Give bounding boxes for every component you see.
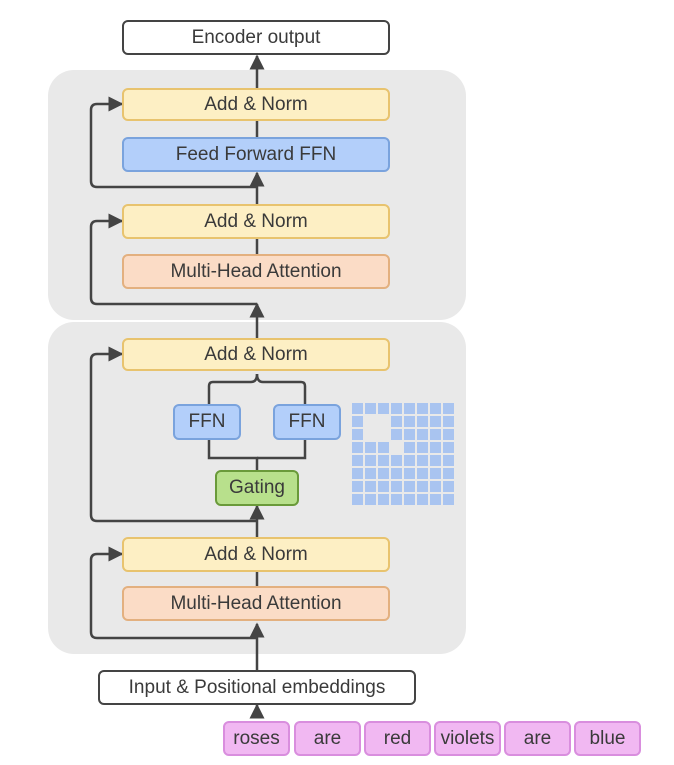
moe-add-norm-1: Add & Norm xyxy=(122,537,390,572)
top-add-norm-1: Add & Norm xyxy=(122,204,390,239)
expert-grid-cell xyxy=(352,494,363,505)
gating-box: Gating xyxy=(215,470,299,506)
top-multi-head-attention: Multi-Head Attention xyxy=(122,254,390,289)
expert-grid-cell xyxy=(378,455,389,466)
expert-grid-cell xyxy=(443,481,454,492)
token-red: red xyxy=(364,721,431,756)
expert-grid-cell xyxy=(404,468,415,479)
moe-multi-head-attention: Multi-Head Attention xyxy=(122,586,390,621)
expert-grid-cell xyxy=(378,403,389,414)
expert-grid-cell xyxy=(391,481,402,492)
expert-ffn-2: FFN xyxy=(273,404,341,440)
expert-grid-cell xyxy=(443,416,454,427)
expert-grid-cell xyxy=(365,403,376,414)
expert-grid-cell xyxy=(404,481,415,492)
expert-grid-cell xyxy=(443,403,454,414)
expert-grid-cell xyxy=(443,429,454,440)
feed-forward-ffn: Feed Forward FFN xyxy=(122,137,390,172)
expert-grid-cell xyxy=(352,442,363,453)
expert-grid-cell xyxy=(391,416,402,427)
expert-grid-cell xyxy=(352,403,363,414)
expert-grid-cell xyxy=(417,481,428,492)
expert-grid-cell xyxy=(443,455,454,466)
expert-grid-cell xyxy=(430,403,441,414)
expert-grid-cell xyxy=(352,416,363,427)
moe-add-norm-2: Add & Norm xyxy=(122,338,390,371)
expert-grid-cell xyxy=(391,494,402,505)
expert-grid-cell xyxy=(365,481,376,492)
token-roses: roses xyxy=(223,721,290,756)
expert-grid-cell xyxy=(430,429,441,440)
expert-grid-cell xyxy=(430,468,441,479)
expert-grid-cell xyxy=(430,494,441,505)
expert-grid-cell xyxy=(352,481,363,492)
expert-grid-cell xyxy=(378,442,389,453)
expert-grid-cell xyxy=(404,455,415,466)
token-are-1: are xyxy=(294,721,361,756)
expert-grid-cell xyxy=(391,455,402,466)
expert-grid-cell xyxy=(365,494,376,505)
expert-grid-cell xyxy=(404,416,415,427)
expert-grid-cell xyxy=(391,403,402,414)
expert-grid-cell xyxy=(365,468,376,479)
expert-grid-cell xyxy=(365,442,376,453)
token-are-2: are xyxy=(504,721,571,756)
expert-grid-cell xyxy=(378,494,389,505)
expert-grid-cell xyxy=(417,455,428,466)
expert-grid-cell xyxy=(430,455,441,466)
expert-grid-cell xyxy=(430,416,441,427)
expert-grid-cell xyxy=(391,429,402,440)
expert-grid-cell xyxy=(417,403,428,414)
expert-grid-cell xyxy=(404,442,415,453)
input-positional-embeddings: Input & Positional embeddings xyxy=(98,670,416,705)
expert-grid-cell xyxy=(430,481,441,492)
expert-grid-cell xyxy=(417,429,428,440)
expert-grid-cell xyxy=(352,429,363,440)
top-add-norm-2: Add & Norm xyxy=(122,88,390,121)
token-blue: blue xyxy=(574,721,641,756)
expert-grid-cell xyxy=(352,455,363,466)
expert-grid-cell xyxy=(404,429,415,440)
expert-grid-cell xyxy=(352,468,363,479)
expert-grid-cell xyxy=(443,494,454,505)
expert-grid-cell xyxy=(443,468,454,479)
expert-grid-cell xyxy=(404,494,415,505)
expert-grid-cell xyxy=(430,442,441,453)
expert-ffn-1: FFN xyxy=(173,404,241,440)
expert-grid-cell xyxy=(378,468,389,479)
encoder-output-box: Encoder output xyxy=(122,20,390,55)
expert-grid-icon xyxy=(352,403,454,505)
expert-grid-cell xyxy=(365,455,376,466)
token-violets: violets xyxy=(434,721,501,756)
expert-grid-cell xyxy=(443,442,454,453)
expert-grid-cell xyxy=(391,468,402,479)
expert-grid-cell xyxy=(417,468,428,479)
expert-grid-cell xyxy=(417,442,428,453)
expert-grid-cell xyxy=(417,416,428,427)
expert-grid-cell xyxy=(378,481,389,492)
expert-grid-cell xyxy=(404,403,415,414)
expert-grid-cell xyxy=(417,494,428,505)
